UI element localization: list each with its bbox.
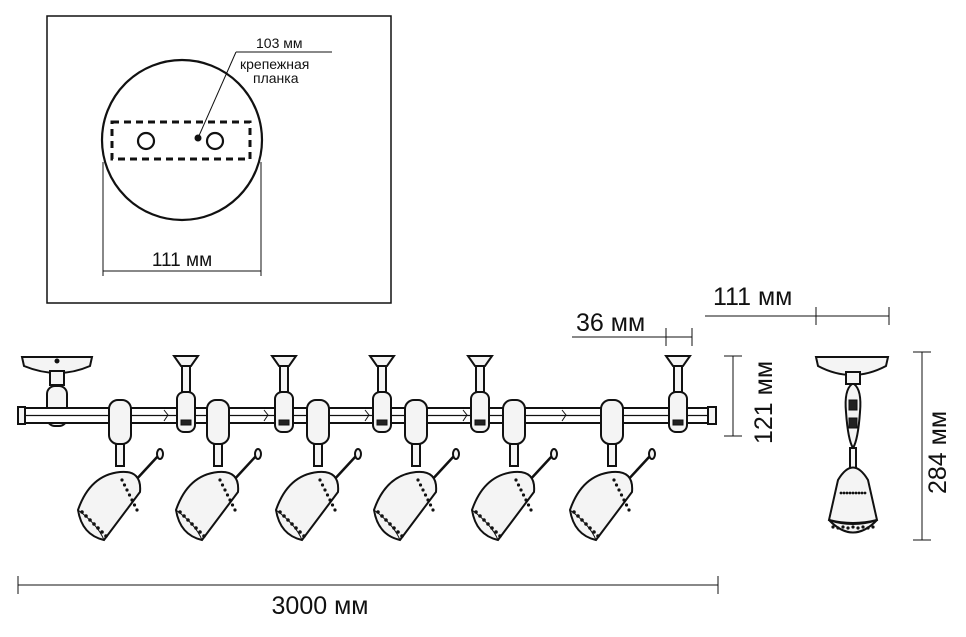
ceiling-holder <box>270 355 298 433</box>
holder-width-label: 36 мм <box>576 309 645 337</box>
spot-light <box>568 399 656 542</box>
mount-size-label: 103 мм <box>256 35 303 51</box>
mount-hole-right <box>205 131 225 151</box>
total-length-label: 3000 мм <box>272 592 369 620</box>
holder-height-label: 121 мм <box>750 361 778 444</box>
ceiling-holder <box>172 355 200 433</box>
mount-label-line2: планка <box>253 70 299 86</box>
spot-light <box>470 399 558 542</box>
front-view: 36 мм 121 мм 3000 мм <box>17 309 778 620</box>
inset-panel: 103 мм крепежная планка 111 мм <box>46 15 392 304</box>
ceiling-holder <box>368 355 396 433</box>
spot-light <box>274 399 362 542</box>
spot-light <box>174 399 262 542</box>
spot-light <box>76 399 164 542</box>
mounting-plate-outline <box>110 120 252 161</box>
side-view: 111 мм 284 мм <box>705 283 952 541</box>
spot-lights <box>76 399 656 542</box>
side-height-label: 284 мм <box>924 411 952 494</box>
mount-label-line1: крепежная <box>240 56 309 72</box>
mount-hole-left <box>136 131 156 151</box>
canopy-base-circle <box>100 58 264 222</box>
ceiling-holder <box>466 355 494 433</box>
base-diameter-label: 111 мм <box>152 250 212 271</box>
side-shade <box>827 466 879 524</box>
ceiling-holders <box>163 355 692 433</box>
side-width-label: 111 мм <box>713 283 792 311</box>
ceiling-holder <box>664 355 692 433</box>
spot-light <box>372 399 460 542</box>
